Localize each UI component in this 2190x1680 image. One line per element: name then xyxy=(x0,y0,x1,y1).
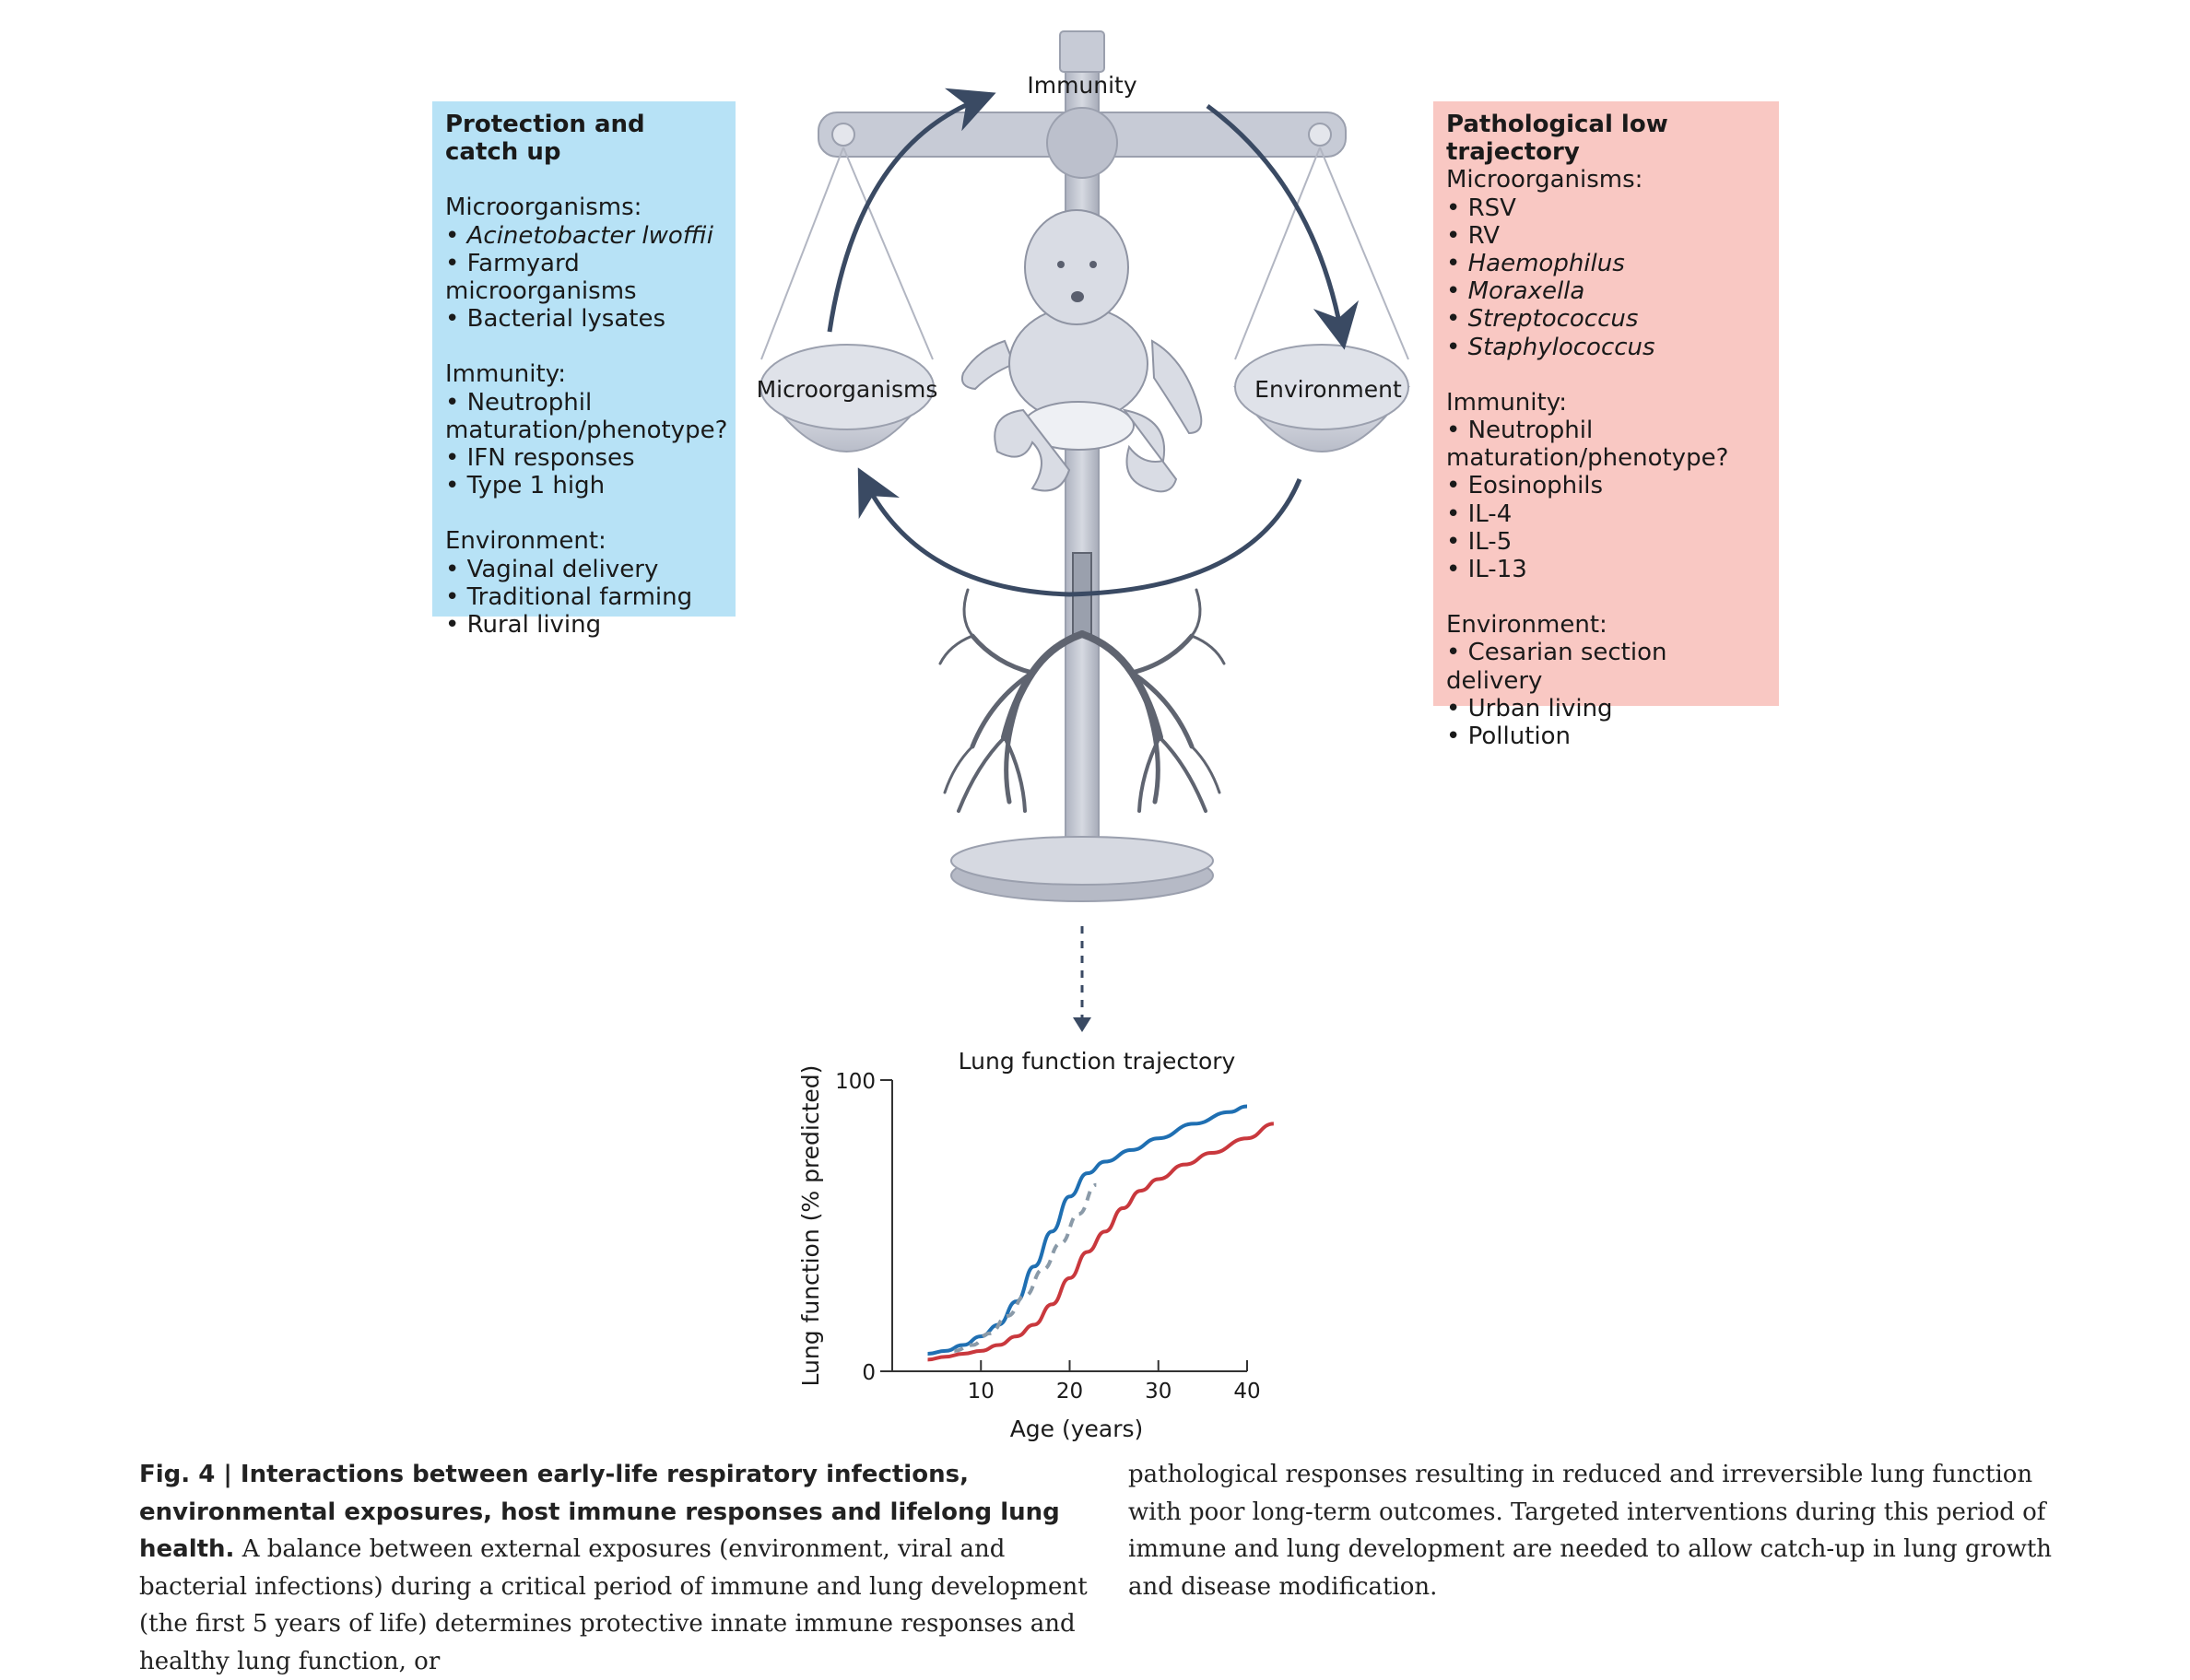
list-item: • IL-5 xyxy=(1446,528,1766,556)
list-item: • Neutrophil xyxy=(445,389,723,417)
y-tick-label-0: 0 xyxy=(862,1361,876,1385)
left-microorganisms-heading: Microorganisms: xyxy=(445,194,723,221)
balance-diagram: Immunity Microorganisms Environment Lung… xyxy=(0,0,2190,1643)
caption-right-text: pathological responses resulting in redu… xyxy=(1128,1461,2052,1601)
list-item: • IL-4 xyxy=(1446,500,1766,528)
x-tick-label-40: 40 xyxy=(1233,1380,1260,1404)
list-item-continuation: microorganisms xyxy=(445,277,723,305)
list-item: • Streptococcus xyxy=(1446,305,1766,333)
list-item: • IL-13 xyxy=(1446,556,1766,583)
baby-illustration xyxy=(962,210,1201,491)
list-item: • IFN responses xyxy=(445,444,723,472)
list-item: • Urban living xyxy=(1446,695,1766,723)
right-environment-list: • Cesarian section delivery• Urban livin… xyxy=(1446,639,1766,750)
protection-box: Protection and catch up Microorganisms: … xyxy=(432,101,736,617)
protection-box-title: Protection and catch up xyxy=(445,111,723,166)
list-item: • Haemophilus xyxy=(1446,250,1766,277)
list-item: • Neutrophil xyxy=(1446,417,1766,444)
chart-title: Lung function trajectory xyxy=(959,1048,1236,1075)
left-environment-heading: Environment: xyxy=(445,527,723,555)
series-line-2 xyxy=(928,1123,1274,1359)
pathological-box: Pathological low trajectory Microorganis… xyxy=(1433,101,1779,706)
list-item: • Type 1 high xyxy=(445,472,723,499)
scale-base-top xyxy=(951,837,1213,885)
series-line-1 xyxy=(954,1185,1096,1351)
right-microorganisms-list: • RSV• RV• Haemophilus• Moraxella• Strep… xyxy=(1446,194,1766,361)
right-microorganisms-heading: Microorganisms: xyxy=(1446,166,1766,194)
list-item: • Bacterial lysates xyxy=(445,305,723,333)
right-hook-icon xyxy=(1309,123,1331,146)
series-line-0 xyxy=(928,1106,1248,1354)
list-item: • RSV xyxy=(1446,194,1766,222)
microorganisms-label: Microorganisms xyxy=(757,376,938,403)
list-item: • Rural living xyxy=(445,611,723,639)
list-item: • Moraxella xyxy=(1446,277,1766,305)
caption-left-column: Fig. 4 | Interactions between early-life… xyxy=(139,1456,1089,1680)
pathological-box-title: Pathological low trajectory xyxy=(1446,111,1766,166)
right-immunity-heading: Immunity: xyxy=(1446,389,1766,417)
y-tick-label-100: 100 xyxy=(835,1070,876,1094)
left-immunity-heading: Immunity: xyxy=(445,360,723,388)
list-item: • Cesarian section delivery xyxy=(1446,639,1766,694)
list-item: • Pollution xyxy=(1446,723,1766,750)
left-hook-icon xyxy=(832,123,854,146)
scale-pivot xyxy=(1047,108,1117,178)
list-item: • RV xyxy=(1446,222,1766,250)
list-item: • Acinetobacter lwoffii xyxy=(445,222,723,250)
x-tick-label-30: 30 xyxy=(1145,1380,1172,1404)
x-tick-label-20: 20 xyxy=(1056,1380,1083,1404)
list-item-continuation: maturation/phenotype? xyxy=(1446,444,1766,472)
list-item: • Farmyard xyxy=(445,250,723,277)
right-environment-heading: Environment: xyxy=(1446,611,1766,639)
caption-left-text: A balance between external exposures (en… xyxy=(139,1535,1088,1675)
immunity-label: Immunity xyxy=(1027,72,1137,99)
y-axis-label: Lung function (% predicted) xyxy=(797,1065,824,1387)
list-item: • Vaginal delivery xyxy=(445,556,723,583)
dotted-connector-arrowhead xyxy=(1073,1017,1091,1032)
environment-label: Environment xyxy=(1254,376,1402,403)
list-item-continuation: maturation/phenotype? xyxy=(445,417,723,444)
scale-top xyxy=(1060,31,1104,72)
list-item: • Staphylococcus xyxy=(1446,334,1766,361)
list-item: • Traditional farming xyxy=(445,583,723,611)
x-tick-label-10: 10 xyxy=(968,1380,995,1404)
x-axis-label: Age (years) xyxy=(1010,1416,1144,1442)
caption-right-column: pathological responses resulting in redu… xyxy=(1128,1456,2068,1605)
list-item: • Eosinophils xyxy=(1446,472,1766,499)
left-environment-list: • Vaginal delivery• Traditional farming•… xyxy=(445,556,723,640)
